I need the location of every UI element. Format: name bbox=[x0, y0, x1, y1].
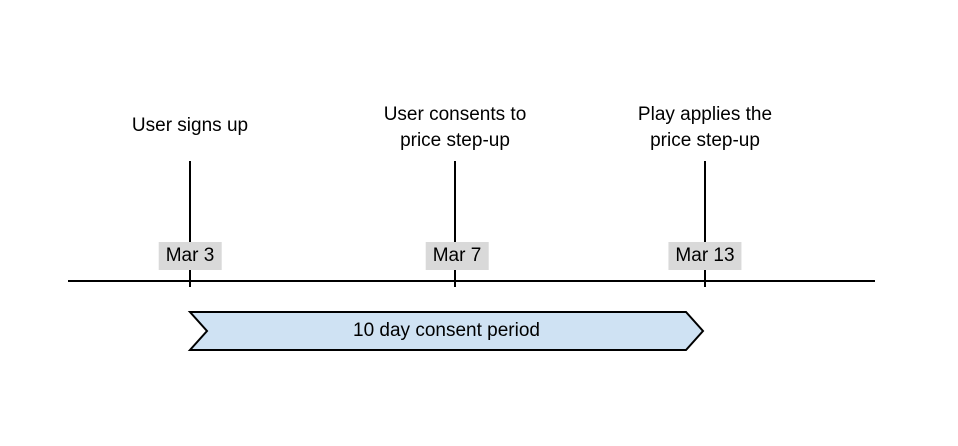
event-title-user-consents: User consents to price step-up bbox=[384, 102, 527, 154]
event-date-label: Mar 7 bbox=[425, 242, 489, 270]
event-title-line: User signs up bbox=[131, 115, 249, 136]
consent-period-arrow bbox=[187, 311, 705, 351]
event-title-play-applies: Play applies the price step-up bbox=[638, 102, 772, 154]
event-title-line: User consents to bbox=[383, 104, 527, 125]
event-date-label: Mar 3 bbox=[158, 242, 222, 270]
consent-period-label: 10 day consent period bbox=[353, 320, 540, 341]
event-title-user-signs-up: User signs up bbox=[132, 113, 248, 139]
event-title-line: price step-up bbox=[650, 130, 760, 151]
event-date-label: Mar 13 bbox=[668, 242, 742, 270]
event-title-line: price step-up bbox=[400, 130, 510, 151]
event-title-line: Play applies the bbox=[637, 104, 773, 125]
